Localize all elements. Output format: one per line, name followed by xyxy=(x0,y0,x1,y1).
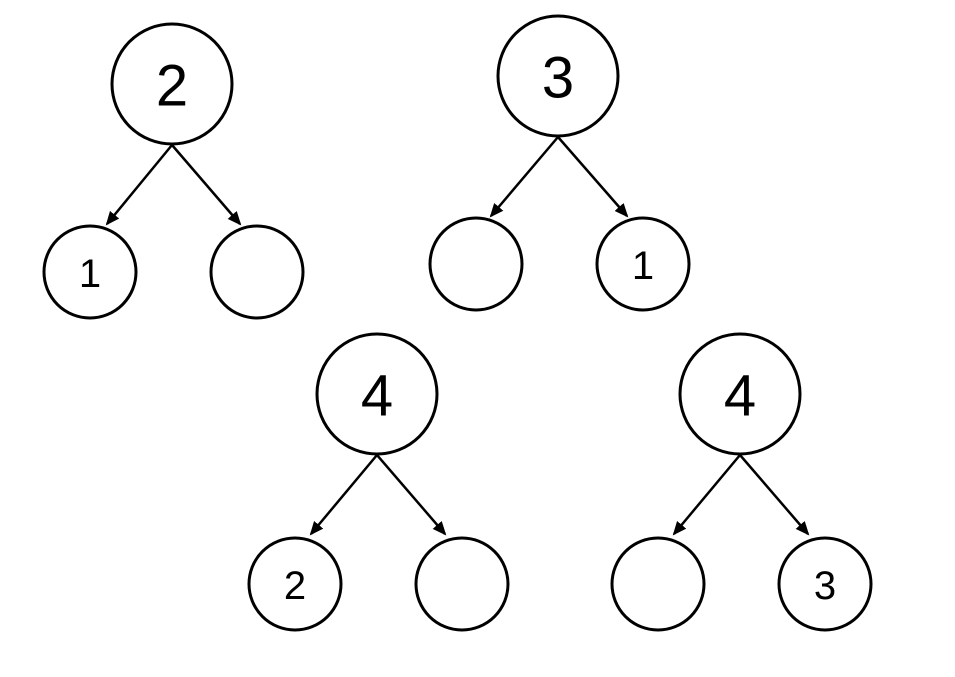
right-part-circle[interactable] xyxy=(209,224,305,320)
left-part-circle[interactable] xyxy=(610,536,706,632)
number-bond-3: 4 2 xyxy=(247,332,510,632)
whole-value: 4 xyxy=(724,364,756,429)
whole-value: 4 xyxy=(361,364,393,429)
whole-circle xyxy=(315,332,439,456)
whole-circle xyxy=(678,332,802,456)
number-bond-4: 4 3 xyxy=(610,332,873,632)
left-part-circle xyxy=(247,536,343,632)
arrow-right xyxy=(171,144,242,226)
left-part-value: 1 xyxy=(79,252,101,296)
arrow-right xyxy=(557,136,629,218)
whole-circle xyxy=(110,22,234,146)
arrow-left xyxy=(672,454,741,536)
whole-value: 2 xyxy=(156,54,188,119)
number-bond-2: 3 1 xyxy=(428,14,691,312)
number-bond-1: 2 1 xyxy=(42,22,305,320)
arrow-right xyxy=(739,454,810,536)
left-part-circle[interactable] xyxy=(428,216,524,312)
whole-value: 3 xyxy=(542,46,574,111)
whole-circle xyxy=(496,14,620,138)
right-part-value: 1 xyxy=(632,244,654,288)
arrow-left xyxy=(309,454,378,536)
arrow-right xyxy=(376,454,447,536)
arrow-left xyxy=(489,136,559,218)
right-part-circle xyxy=(595,216,691,312)
right-part-circle[interactable] xyxy=(414,536,510,632)
right-part-value: 3 xyxy=(814,564,836,608)
left-part-circle xyxy=(42,224,138,320)
right-part-circle xyxy=(777,536,873,632)
left-part-value: 2 xyxy=(284,564,306,608)
arrow-left xyxy=(105,144,173,226)
